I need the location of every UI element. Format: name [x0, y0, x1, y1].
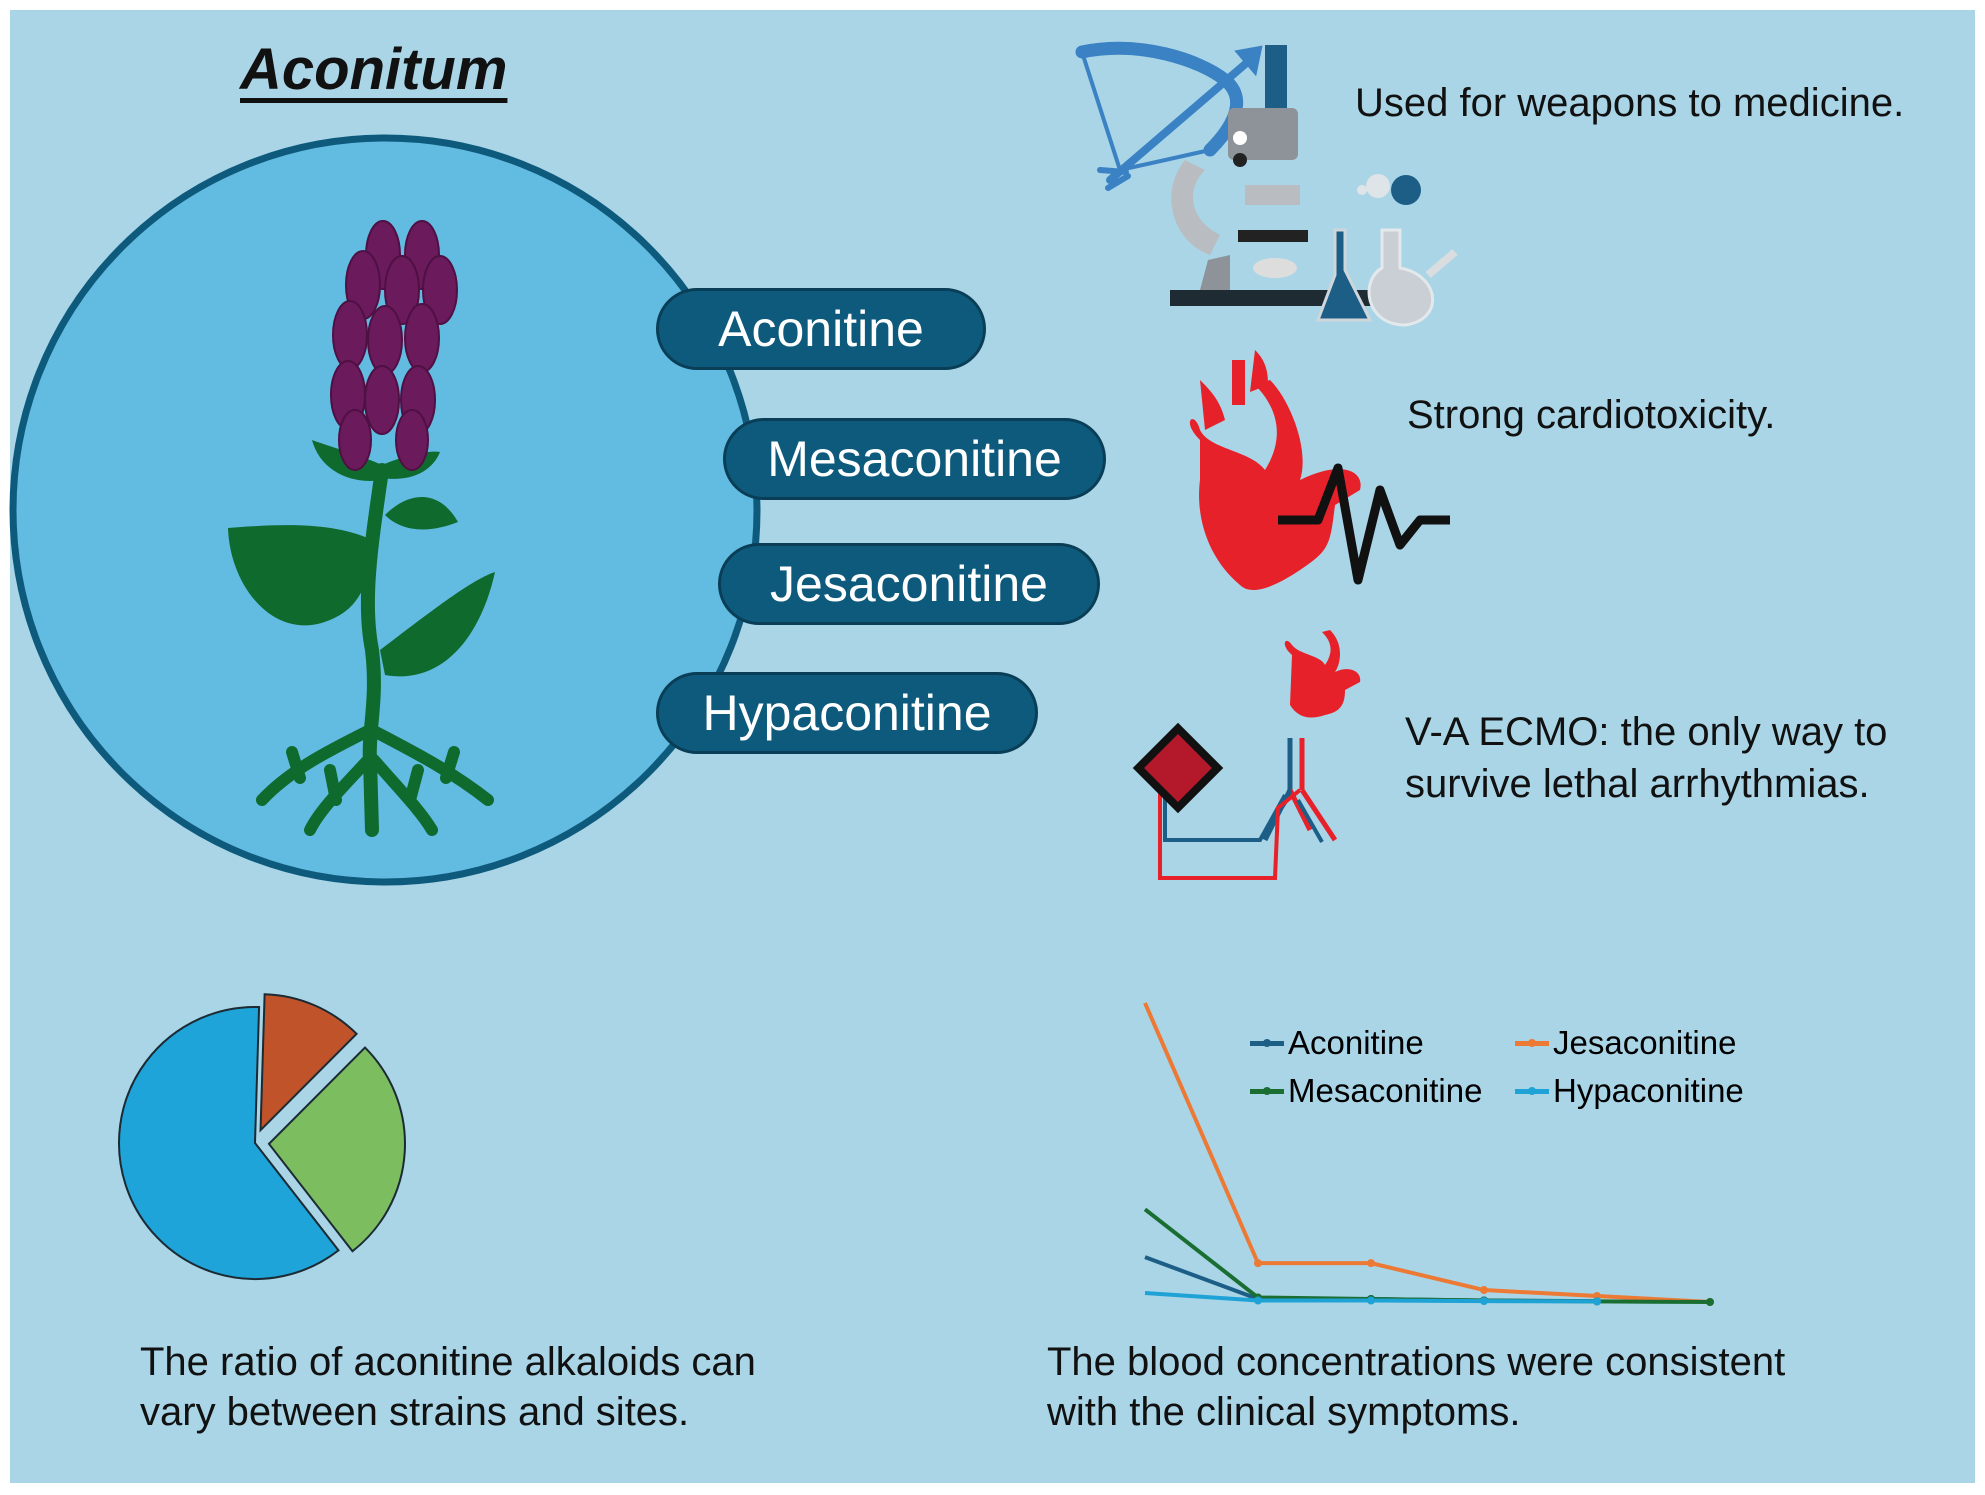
pie-caption-line1: The ratio of aconitine alkaloids can	[140, 1340, 756, 1384]
usage-label: Used for weapons to medicine.	[1355, 81, 1905, 125]
series-line-jesaconitine	[1143, 1002, 1711, 1304]
alkaloid-hypaconitine: Hypaconitine	[656, 672, 1038, 754]
series-point-jesaconitine	[1480, 1286, 1488, 1295]
pie-slice-2	[118, 1006, 340, 1280]
ecmo-circuit-icon	[1132, 630, 1361, 880]
legend-item-jesaconitine: Jesaconitine	[1515, 1024, 1736, 1062]
legend-item-aconitine: Aconitine	[1250, 1024, 1424, 1062]
page-title: Aconitum	[240, 37, 508, 102]
series-point-jesaconitine	[1367, 1259, 1375, 1268]
series-point-hypaconitine	[1480, 1297, 1488, 1306]
alkaloid-jesaconitine: Jesaconitine	[718, 543, 1100, 625]
legend-swatch-hypaconitine	[1515, 1086, 1549, 1095]
cardiotoxicity-label: Strong cardiotoxicity.	[1407, 393, 1776, 437]
flask-icon	[1315, 174, 1458, 327]
legend-label-aconitine: Aconitine	[1288, 1024, 1424, 1061]
line-caption-line1: The blood concentrations were consistent	[1047, 1340, 1786, 1384]
legend-swatch-mesaconitine	[1250, 1086, 1284, 1095]
plant-icon	[228, 220, 495, 837]
legend-swatch-jesaconitine	[1515, 1038, 1549, 1047]
pie-slice-0	[259, 993, 358, 1133]
aconitum-circle	[9, 134, 761, 886]
pie-slice-1	[267, 1046, 406, 1253]
legend-item-hypaconitine: Hypaconitine	[1515, 1072, 1744, 1110]
series-point-jesaconitine	[1254, 1259, 1262, 1268]
ecmo-label-line2: survive lethal arrhythmias.	[1405, 762, 1870, 806]
alkaloid-mesaconitine: Mesaconitine	[723, 418, 1106, 500]
series-point-mesaconitine	[1706, 1298, 1714, 1306]
legend-label-mesaconitine: Mesaconitine	[1288, 1072, 1483, 1109]
series-point-hypaconitine	[1593, 1297, 1601, 1306]
ecg-wave-icon	[1278, 463, 1450, 585]
alkaloid-aconitine: Aconitine	[656, 288, 986, 370]
series-point-hypaconitine	[1254, 1296, 1262, 1305]
pie-caption-line2: vary between strains and sites.	[140, 1390, 690, 1434]
legend-swatch-aconitine	[1250, 1038, 1284, 1047]
legend-item-mesaconitine: Mesaconitine	[1250, 1072, 1482, 1110]
heart-icon	[1189, 350, 1361, 590]
ecmo-label-line1: V-A ECMO: the only way to	[1405, 710, 1888, 754]
legend-label-jesaconitine: Jesaconitine	[1553, 1024, 1737, 1061]
series-point-hypaconitine	[1367, 1296, 1375, 1305]
legend-label-hypaconitine: Hypaconitine	[1553, 1072, 1744, 1109]
line-caption-line2: with the clinical symptoms.	[1047, 1390, 1521, 1434]
